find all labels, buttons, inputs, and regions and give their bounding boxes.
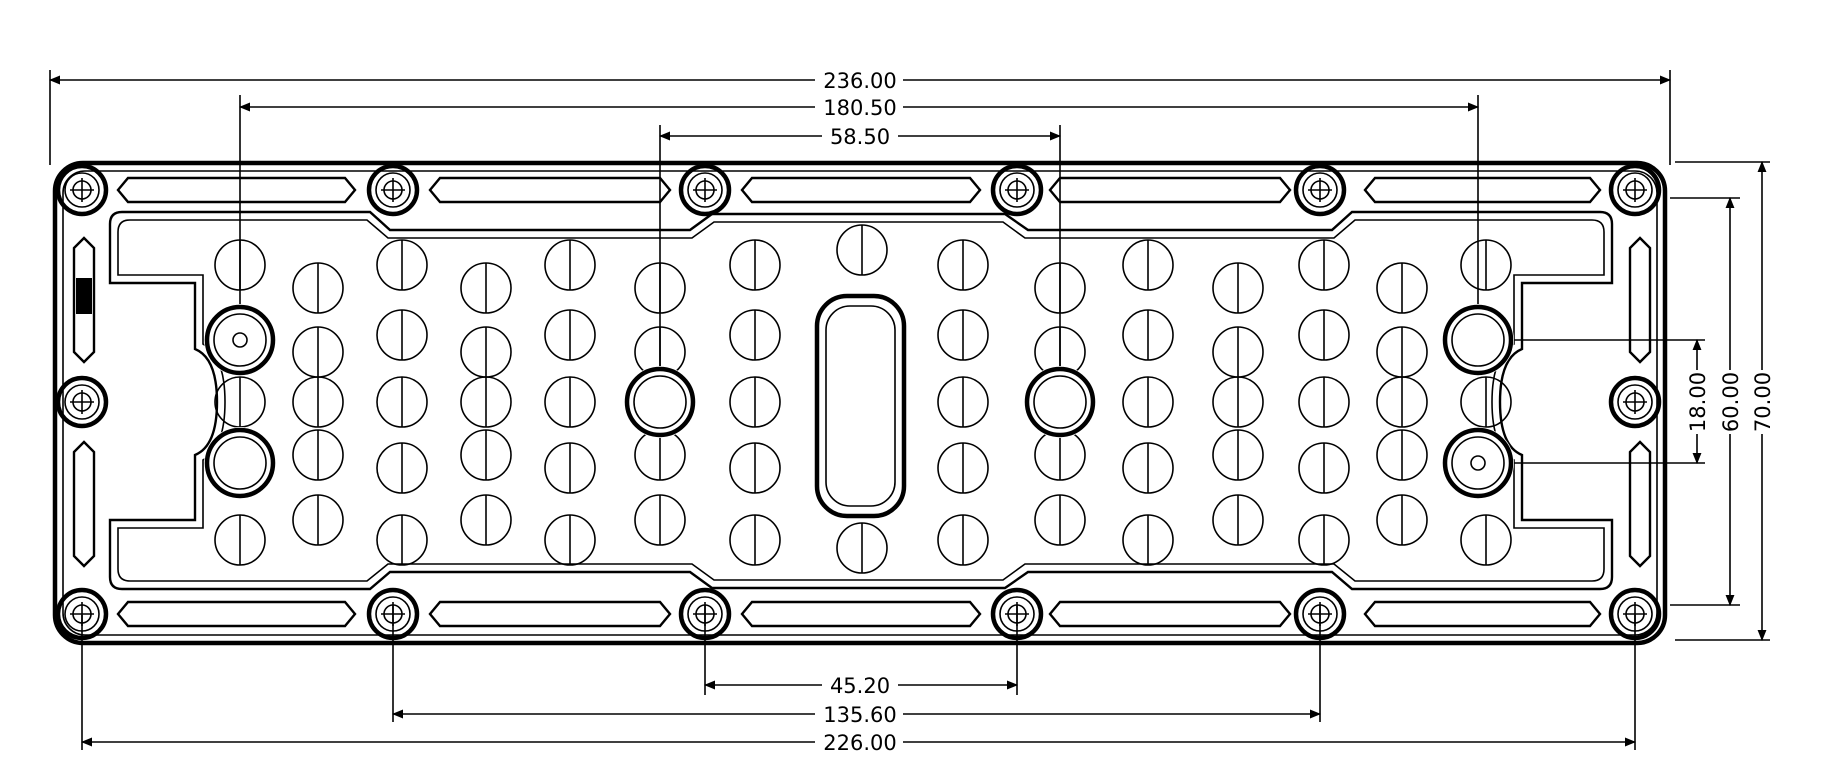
guide-hole xyxy=(624,366,696,438)
screw xyxy=(55,163,109,217)
screw xyxy=(990,163,1044,217)
dimension-outer-holes-span: 180.50 xyxy=(823,96,896,120)
plate-outline xyxy=(52,160,1668,646)
dimension-overall-length: 236.00 xyxy=(823,69,896,93)
guide-hole xyxy=(204,427,276,499)
screw xyxy=(678,587,732,641)
screw xyxy=(990,587,1044,641)
screw xyxy=(55,375,109,429)
screw xyxy=(678,163,732,217)
screw xyxy=(1608,375,1662,429)
guide-hole xyxy=(1442,427,1514,499)
dimension-inner-holes-span: 58.50 xyxy=(830,125,890,149)
screw xyxy=(366,587,420,641)
center-slot xyxy=(814,293,907,519)
latch-marker xyxy=(76,278,92,314)
dimension-pitch-single: 45.20 xyxy=(830,674,890,698)
screw xyxy=(1293,163,1347,217)
guide-hole xyxy=(1024,366,1096,438)
guide-holes xyxy=(204,304,1514,499)
mounting-screws xyxy=(55,163,1662,641)
dimension-pitch-triple: 135.60 xyxy=(823,703,896,727)
dimension-inner-height: 60.00 xyxy=(1719,372,1743,432)
dimension-mounting-span: 226.00 xyxy=(823,731,896,755)
guide-hole xyxy=(1442,304,1514,376)
screw xyxy=(1293,587,1347,641)
screw xyxy=(55,587,109,641)
dimension-hole-spacing-vertical: 18.00 xyxy=(1686,372,1710,432)
contact-cavity-grid xyxy=(214,224,1512,574)
guide-hole xyxy=(204,304,276,376)
screw xyxy=(1608,587,1662,641)
edge-slots xyxy=(72,176,1652,628)
screw xyxy=(1608,163,1662,217)
dimension-overall-height: 70.00 xyxy=(1751,372,1775,432)
screw xyxy=(366,163,420,217)
